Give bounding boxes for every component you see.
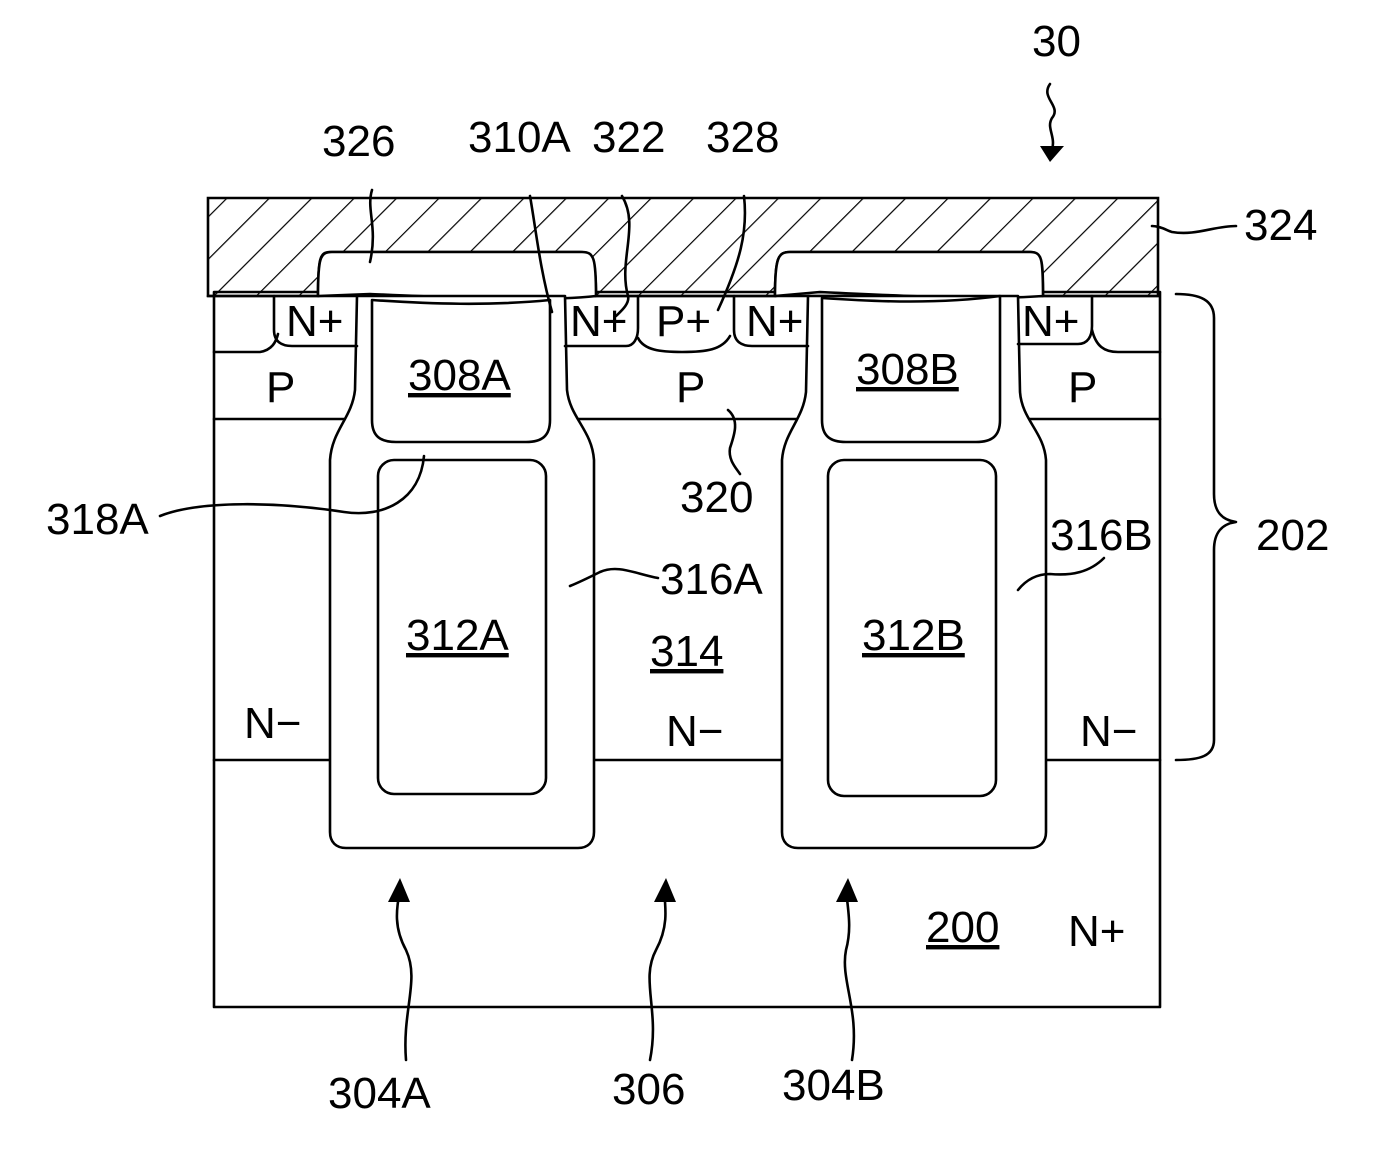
label-322: 322 xyxy=(592,113,665,162)
label-308b: 308B xyxy=(856,345,959,394)
doping-n-plus-322: N+ xyxy=(570,297,627,346)
arrowhead-306 xyxy=(654,878,676,902)
doping-p-left: P xyxy=(266,363,295,412)
doping-n-minus-left: N− xyxy=(244,699,301,748)
leader-30 xyxy=(1047,84,1054,150)
bracket-202 xyxy=(1176,294,1236,760)
doping-n-minus-right: N− xyxy=(1080,707,1137,756)
label-312a: 312A xyxy=(406,611,509,660)
arrowhead-304b xyxy=(836,878,858,902)
arrowhead-30 xyxy=(1040,146,1064,162)
doping-n-plus-right: N+ xyxy=(1022,297,1079,346)
label-304a: 304A xyxy=(328,1069,431,1118)
label-316b: 316B xyxy=(1050,511,1153,560)
doping-n-plus-mid-right: N+ xyxy=(746,297,803,346)
arrow-304a xyxy=(397,890,412,1060)
label-30: 30 xyxy=(1032,17,1081,66)
oxide-cap-right xyxy=(775,252,1043,298)
doping-n-minus-mid: N− xyxy=(666,707,723,756)
doping-p-plus: P+ xyxy=(656,297,711,346)
label-316a: 316A xyxy=(660,555,763,604)
label-318a: 318A xyxy=(46,495,149,544)
doping-n-plus-left: N+ xyxy=(286,297,343,346)
arrowhead-304a xyxy=(388,878,410,902)
label-202: 202 xyxy=(1256,511,1329,560)
doping-n-plus-substrate: N+ xyxy=(1068,907,1125,956)
doping-p-mid: P xyxy=(676,363,705,412)
doping-p-right: P xyxy=(1068,363,1097,412)
label-200: 200 xyxy=(926,903,999,952)
label-328: 328 xyxy=(706,113,779,162)
arrow-304b xyxy=(845,890,854,1060)
label-314: 314 xyxy=(650,627,723,676)
oxide-cap-326 xyxy=(318,252,596,299)
label-308a: 308A xyxy=(408,351,511,400)
leader-324 xyxy=(1152,226,1236,233)
label-326: 326 xyxy=(322,117,395,166)
label-304b: 304B xyxy=(782,1061,885,1110)
label-320: 320 xyxy=(680,473,753,522)
p-body-right-edge xyxy=(1092,330,1160,352)
label-324: 324 xyxy=(1244,201,1317,250)
arrow-306 xyxy=(650,890,666,1060)
label-306: 306 xyxy=(612,1065,685,1114)
label-310a: 310A xyxy=(468,113,571,162)
label-312b: 312B xyxy=(862,611,965,660)
p-body-left-edge xyxy=(214,334,278,352)
